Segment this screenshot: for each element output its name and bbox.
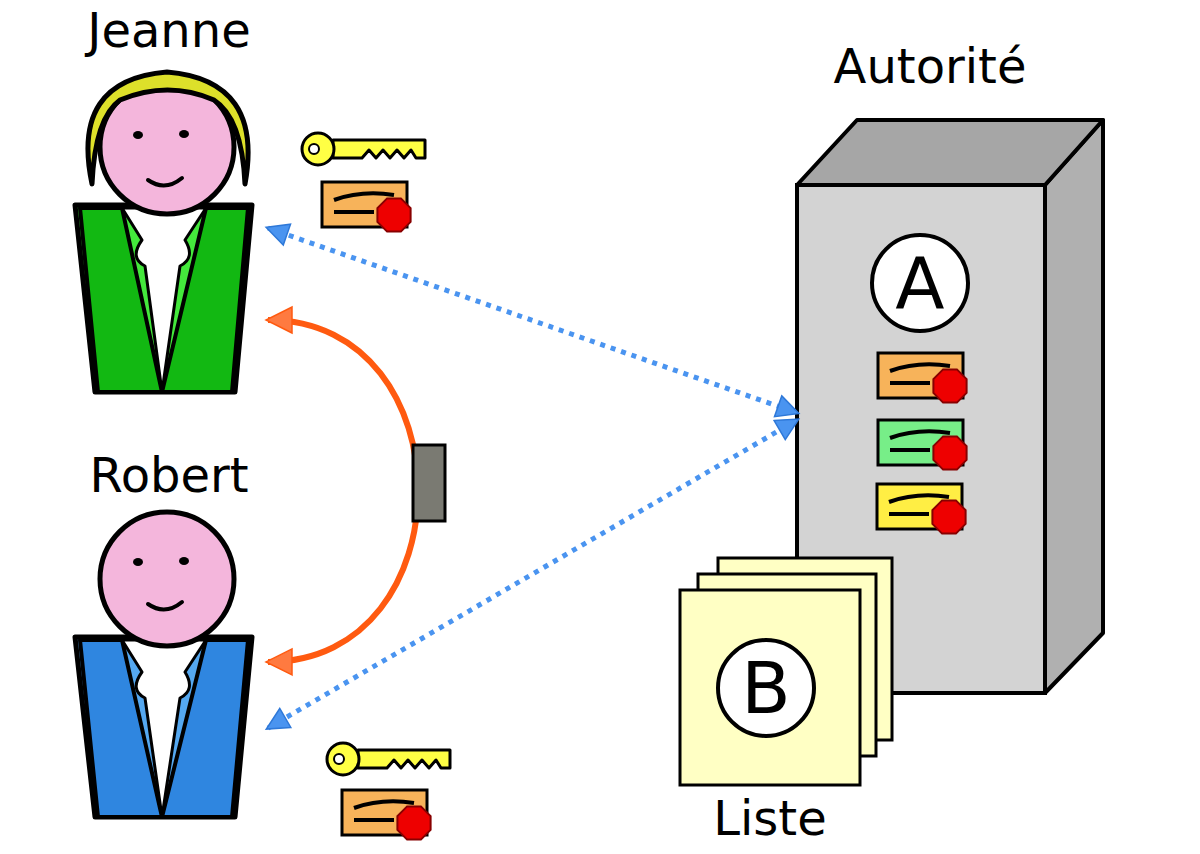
certificate-seal [354, 801, 431, 839]
certificate-seal [890, 364, 967, 402]
node-name: Robert [70, 447, 268, 503]
shirt [122, 208, 206, 392]
channel-block [413, 445, 445, 521]
eye [179, 557, 189, 565]
person-figure [75, 512, 252, 817]
cabinet-top [797, 120, 1103, 185]
cabinet-side [1045, 120, 1103, 693]
authority-node: AutoritéA [797, 40, 1103, 693]
label-circle: A [870, 233, 970, 333]
certificate-icon [877, 484, 966, 534]
eye [133, 558, 143, 566]
circle-letter: A [874, 237, 966, 329]
jacket [75, 205, 252, 392]
smile [148, 602, 182, 610]
node-name: Jeanne [70, 2, 268, 58]
list-node: Liste B [680, 558, 892, 848]
certificate-seal [890, 431, 967, 469]
node-name: Liste [680, 790, 860, 846]
certificate-icon [322, 182, 411, 232]
head [100, 512, 234, 646]
jacket [75, 637, 252, 817]
paper-sheet [680, 590, 860, 785]
circle-letter: B [720, 642, 812, 734]
person-figure [75, 72, 252, 392]
certificate-icon [878, 353, 967, 403]
key-icon [327, 743, 450, 775]
eye [133, 131, 143, 139]
hair [88, 72, 248, 184]
shirt [122, 640, 206, 817]
smile [148, 178, 182, 186]
secure-channel [268, 320, 418, 662]
certificate-seal [889, 495, 966, 533]
key-icon [302, 133, 425, 165]
dotted-link [268, 228, 797, 413]
person-node: Jeanne [70, 0, 268, 400]
node-name: Autorité [757, 38, 1103, 94]
certificate-seal [334, 193, 411, 231]
paper-stack [680, 558, 892, 785]
person-node: Robert [70, 440, 268, 820]
label-circle: B [716, 638, 816, 738]
eye [179, 130, 189, 138]
certificate-icon [878, 420, 967, 470]
certificate-icon [342, 790, 431, 840]
